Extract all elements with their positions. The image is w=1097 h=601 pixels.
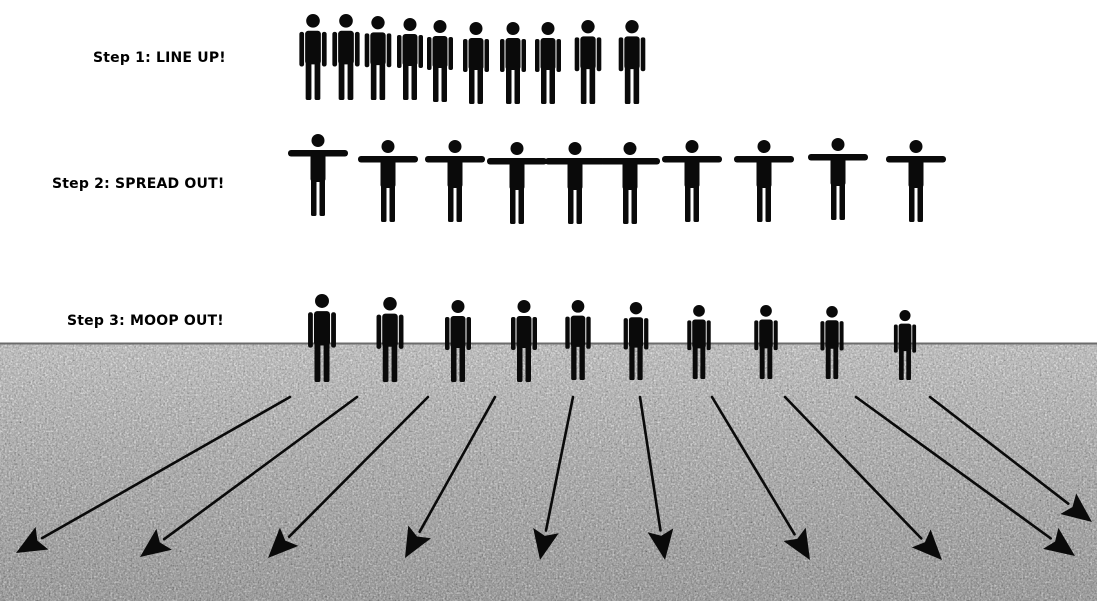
ground	[0, 343, 1097, 601]
step-2-person-icon-6	[600, 142, 660, 224]
step-1-figures	[299, 14, 645, 104]
step-1-person-icon-1	[299, 14, 326, 100]
step-1-person-icon-3	[365, 16, 392, 100]
step-2-person-icon-2	[358, 140, 418, 222]
step-1-person-icon-7	[500, 22, 526, 104]
step-2-person-icon-10	[886, 140, 946, 222]
step-2-person-icon-4	[487, 142, 547, 224]
step-1-person-icon-2	[332, 14, 359, 100]
step-2-person-icon-3	[425, 140, 485, 222]
step-1-person-icon-4	[397, 18, 423, 100]
step-2-person-icon-8	[734, 140, 794, 222]
step-1-person-icon-10	[619, 20, 646, 104]
step-2-figures	[288, 134, 946, 224]
step-2-person-icon-1	[288, 134, 348, 216]
step-2-person-icon-7	[662, 140, 722, 222]
step-2-person-icon-5	[545, 142, 605, 224]
step-2-person-icon-9	[808, 138, 868, 220]
step-1-person-icon-8	[535, 22, 561, 104]
step-1-person-icon-5	[427, 20, 453, 102]
step-1-person-icon-6	[463, 22, 489, 104]
step-1-person-icon-9	[575, 20, 602, 104]
